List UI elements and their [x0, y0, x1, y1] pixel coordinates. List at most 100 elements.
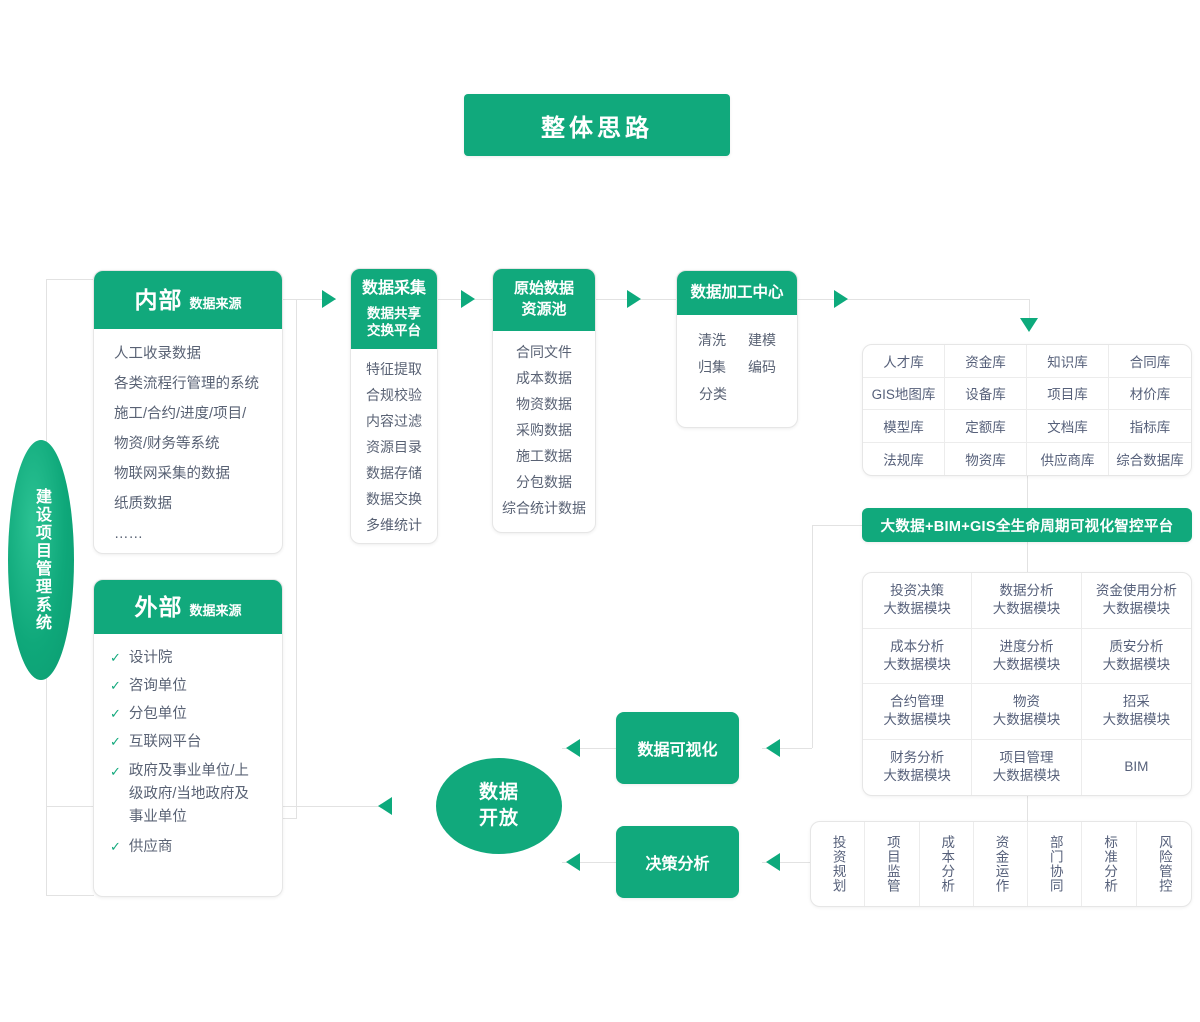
data-process-center-card[interactable]: 数据加工中心 清洗 建模 归集 编码 分类 — [676, 270, 798, 428]
capability-cell[interactable]: 资金运作 — [974, 822, 1029, 906]
capability-cell[interactable]: 标准分析 — [1082, 822, 1137, 906]
database-cell[interactable]: 综合数据库 — [1116, 452, 1184, 468]
database-cell[interactable]: 定额库 — [945, 410, 1027, 443]
module-cell[interactable]: 成本分析大数据模块 — [863, 628, 973, 684]
connector-internal-to-bracket — [283, 299, 297, 300]
module-line-1: 财务分析 — [890, 750, 945, 766]
connector-external-to-bracket — [283, 818, 297, 819]
list-item: ✓供应商 — [94, 833, 282, 861]
database-cell[interactable]: 模型库 — [863, 410, 945, 443]
arrow-decision-to-circle-icon — [566, 853, 580, 871]
internal-source-list: 人工收录数据 各类流程行管理的系统 施工/合约/进度/项目/ 物资/财务等系统 … — [94, 329, 282, 553]
capability-label: 标准分析 — [1102, 835, 1118, 893]
list-item: …… — [114, 526, 143, 542]
capability-cell[interactable]: 投资规划 — [811, 822, 866, 906]
connector-left-bracket-top — [46, 279, 94, 280]
module-cell[interactable]: 资金使用分析大数据模块 — [1081, 573, 1191, 629]
database-cell[interactable]: 物资库 — [945, 442, 1027, 475]
capability-label: 成本分析 — [939, 835, 955, 893]
capability-cell[interactable]: 风险管控 — [1137, 822, 1191, 906]
connector-bottom-to-decision — [762, 862, 810, 863]
list-item: ✓互联网平台 — [94, 728, 282, 756]
list-item: 数据存储 — [366, 465, 422, 481]
database-cell[interactable]: 材价库 — [1109, 378, 1191, 410]
module-cell[interactable]: 数据分析大数据模块 — [972, 573, 1082, 629]
module-cell[interactable]: 合约管理大数据模块 — [863, 684, 973, 740]
capability-label: 项目监管 — [884, 835, 900, 893]
raw-data-pool-card[interactable]: 原始数据 资源池 合同文件 成本数据 物资数据 采购数据 施工数据 分包数据 综… — [492, 268, 596, 533]
database-cell[interactable]: 供应商库 — [1027, 442, 1109, 475]
data-visualization-box[interactable]: 数据可视化 — [616, 712, 739, 784]
module-cell[interactable]: 进度分析大数据模块 — [972, 628, 1082, 684]
database-cell[interactable]: 设备库 — [945, 377, 1027, 410]
decision-analysis-box[interactable]: 决策分析 — [616, 826, 739, 898]
database-cell[interactable]: GIS地图库 — [863, 377, 945, 410]
external-source-card[interactable]: 外部数据来源 ✓设计院 ✓咨询单位 ✓分包单位 ✓互联网平台 ✓政府及事业单位/… — [93, 579, 283, 897]
check-icon: ✓ — [110, 650, 121, 665]
module-line-1: 物资 — [1012, 694, 1040, 710]
module-line-1: BIM — [1124, 759, 1149, 775]
list-item: 成本数据 — [516, 370, 572, 386]
raw-data-pool-header: 原始数据 资源池 — [493, 269, 595, 331]
list-item-label: 设计院 — [128, 650, 173, 666]
open-data-circle[interactable]: 数据 开放 — [436, 758, 562, 854]
database-cell[interactable]: 资金库 — [945, 345, 1027, 378]
connector-visualization-to-circle — [562, 748, 616, 749]
database-cell[interactable]: 文档库 — [1027, 410, 1109, 443]
module-line-2: 大数据模块 — [1102, 656, 1171, 672]
internal-source-card[interactable]: 内部数据来源 人工收录数据 各类流程行管理的系统 施工/合约/进度/项目/ 物资… — [93, 270, 283, 554]
module-cell[interactable]: 招采大数据模块 — [1081, 684, 1191, 740]
arrow-bracket-to-collect-icon — [322, 290, 336, 308]
module-line-2: 大数据模块 — [992, 768, 1061, 784]
internal-source-header: 内部数据来源 — [94, 271, 282, 329]
data-collection-title: 数据采集 — [361, 280, 426, 297]
connector-process-to-db-horizontal — [798, 299, 1030, 300]
module-line-2: 大数据模块 — [883, 712, 951, 728]
list-item: 人工收录数据 — [114, 346, 201, 362]
module-line-1: 投资决策 — [890, 583, 945, 599]
module-line-1: 数据分析 — [999, 583, 1054, 599]
database-cell[interactable]: 法规库 — [863, 442, 945, 475]
module-cell[interactable]: 物资大数据模块 — [972, 684, 1082, 740]
capability-cell[interactable]: 成本分析 — [920, 822, 974, 906]
module-line-1: 成本分析 — [890, 638, 945, 654]
arrow-open-data-to-bracket-icon — [378, 797, 392, 815]
check-icon: ✓ — [110, 678, 121, 693]
database-cell[interactable]: 知识库 — [1027, 345, 1109, 378]
list-item: 特征提取 — [366, 361, 422, 377]
module-cell[interactable]: 项目管理大数据模块 — [972, 739, 1082, 795]
internal-source-subtitle: 数据来源 — [189, 296, 242, 311]
connector-left-bracket-bottom — [46, 895, 94, 896]
data-process-center-list: 清洗 建模 归集 编码 分类 — [677, 315, 797, 408]
database-cell[interactable]: 指标库 — [1109, 410, 1191, 443]
connector-db-to-banner — [1027, 476, 1028, 508]
arrow-db-down-icon — [1020, 318, 1038, 332]
module-cell[interactable]: 投资决策大数据模块 — [863, 573, 973, 629]
raw-data-pool-title-2: 资源池 — [521, 301, 567, 318]
module-cell[interactable]: 质安分析大数据模块 — [1081, 629, 1191, 684]
list-item: 多维统计 — [366, 517, 422, 533]
database-cell[interactable]: 项目库 — [1027, 377, 1109, 410]
module-line-1: 进度分析 — [999, 638, 1054, 654]
capability-cell[interactable]: 部门协同 — [1028, 822, 1083, 906]
module-cell[interactable]: BIM — [1082, 740, 1191, 796]
list-item: 物资数据 — [516, 396, 572, 412]
module-line-2: 大数据模块 — [883, 768, 951, 784]
check-icon: ✓ — [110, 706, 121, 721]
data-collection-card[interactable]: 数据采集 数据共享 交换平台 特征提取 合规校验 内容过滤 资源目录 数据存储 … — [350, 268, 438, 544]
raw-data-pool-list: 合同文件 成本数据 物资数据 采购数据 施工数据 分包数据 综合统计数据 — [493, 331, 595, 531]
connector-banner-down — [812, 525, 813, 748]
database-cell[interactable]: 人才库 — [863, 345, 945, 378]
raw-data-pool-title-1: 原始数据 — [513, 280, 574, 297]
module-cell[interactable]: 财务分析大数据模块 — [863, 739, 973, 795]
process-row: 分类 — [677, 381, 797, 408]
module-line-2: 大数据模块 — [992, 712, 1061, 728]
system-ellipse-label: 建设项目管理系统 — [33, 488, 50, 632]
database-cell[interactable]: 合同库 — [1109, 345, 1191, 378]
capability-cell[interactable]: 项目监管 — [865, 822, 920, 906]
connector-process-to-db-vertical — [1029, 299, 1030, 321]
list-item: 清洗 — [698, 332, 726, 348]
list-item: 数据交换 — [366, 491, 422, 507]
list-item: 各类流程行管理的系统 — [114, 376, 259, 392]
connector-sources-bracket-vertical — [296, 299, 297, 819]
